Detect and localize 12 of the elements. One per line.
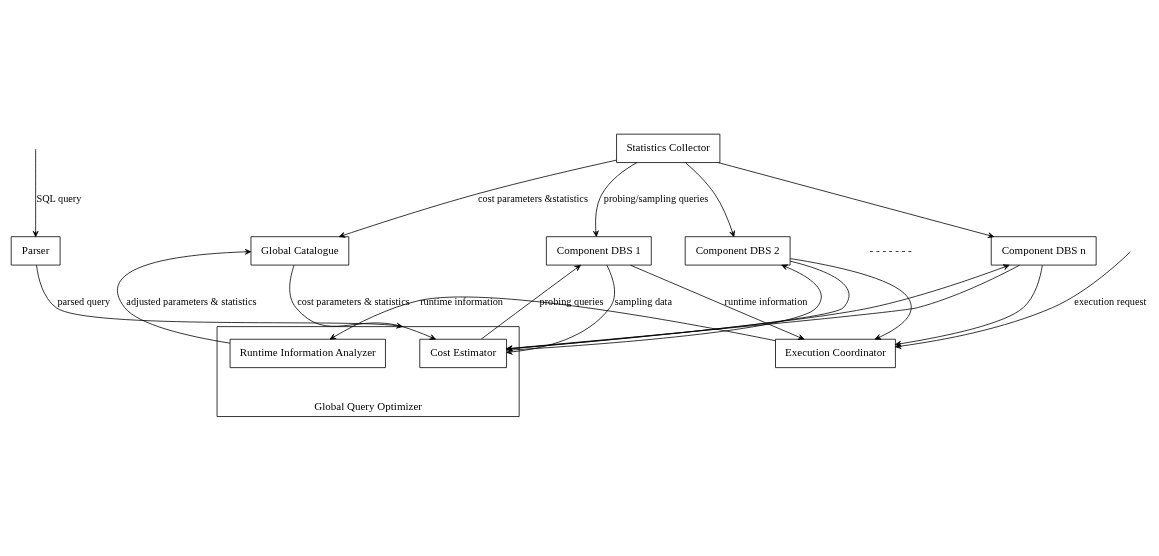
edge-label: runtime information [724,295,808,307]
edge-label: SQL query [36,192,82,204]
edge-label: probing queries [539,295,604,307]
edge-label: probing/sampling queries [603,192,709,204]
edge-label: cost parameters & statistics [297,295,410,307]
edge-label: sampling data [614,295,672,307]
edge-label: adjusted parameters & statistics [126,295,257,307]
label: - - - - - - - [869,243,912,256]
edge-label: cost parameters &statistics [478,192,588,204]
edge-label: runtime information [420,295,503,307]
edge-label: parsed query [57,295,111,307]
edge-label: execution request [1074,295,1147,307]
